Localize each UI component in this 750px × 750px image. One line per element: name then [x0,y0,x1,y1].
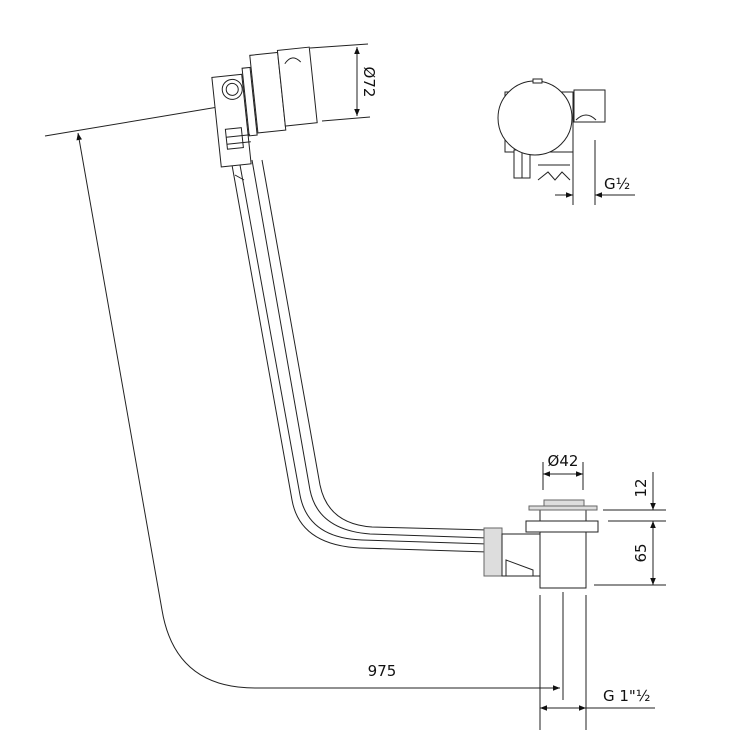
length-dimension: 975 [44,103,560,691]
waste-thread-label: G 1"½ [603,687,650,705]
waste-diameter-label: Ø42 [548,452,579,470]
overflow-diameter-label: Ø72 [360,67,378,98]
waste-height-label: 65 [632,543,650,562]
height-dimensions: 12 65 [594,472,666,586]
overflow-side-detail: G½ [497,78,635,205]
overflow-thread-label: G½ [604,175,630,193]
waste-diameter-dimension: Ø42 [542,452,584,490]
length-label: 975 [368,662,397,680]
overflow-head [211,46,318,168]
waste-body [483,499,599,730]
waste-thread-dimension: G 1"½ [540,687,655,711]
cap-height-label: 12 [632,478,650,497]
overflow-pipe [231,159,489,553]
overflow-diameter-dimension: Ø72 [309,43,378,122]
